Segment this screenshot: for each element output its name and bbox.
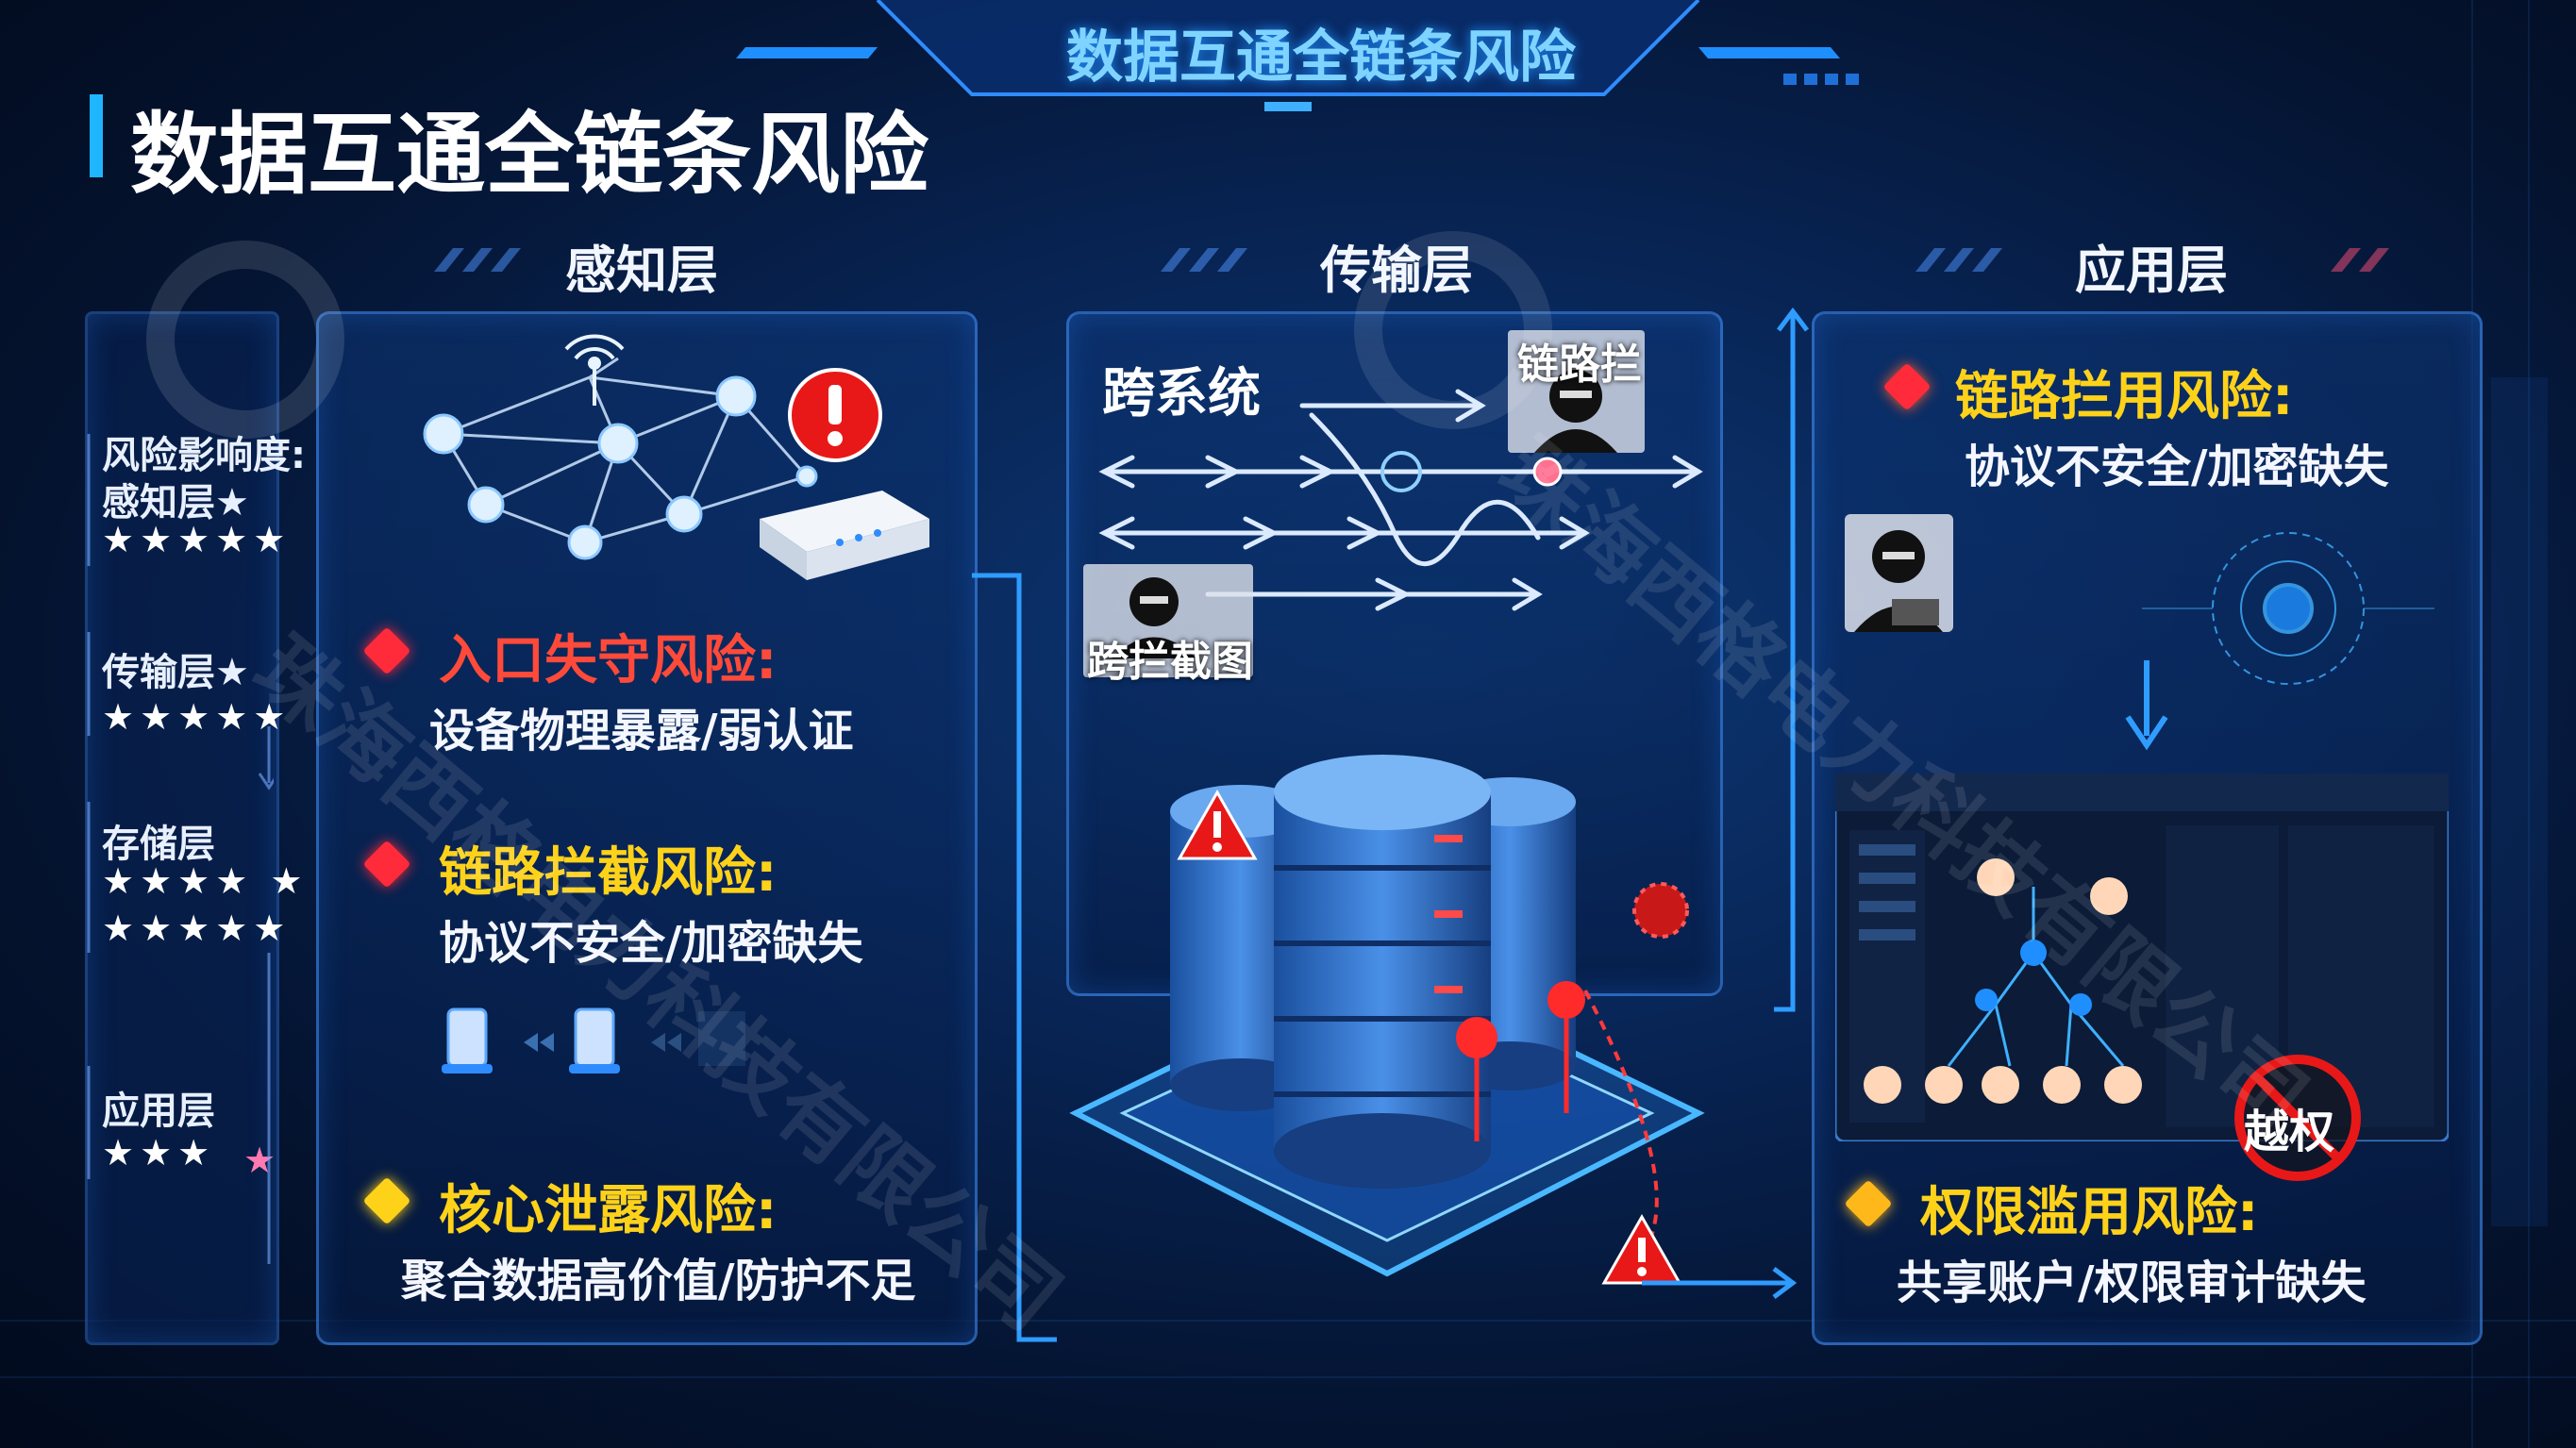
hacker-icon	[1854, 530, 1943, 632]
header-banner	[736, 0, 1859, 111]
hacker-icon	[1112, 577, 1196, 658]
risk-title-core-leak: 核心泄露风险:	[439, 1180, 778, 1241]
risk-title-permission-abuse: 权限滥用风险:	[1920, 1182, 2259, 1243]
watermark-logo	[1354, 231, 1552, 429]
sensor-network-illustration	[423, 334, 929, 580]
digital-globe-illustration	[2142, 532, 2434, 685]
impact-label: 风险影响度:	[102, 434, 306, 477]
risk-desc-link-abuse: 协议不安全/加密缺失	[1965, 441, 2389, 493]
risk-desc-permission-abuse: 共享账户/权限审计缺失	[1897, 1257, 2367, 1309]
transport-layer-title: 传输层	[1320, 241, 1473, 300]
device-icon	[442, 1007, 493, 1074]
sidebar-label-application: 应用层	[102, 1090, 215, 1133]
sidebar-label-storage: 存储层	[102, 823, 215, 866]
router-illustration	[760, 491, 929, 580]
title-accent-bar	[90, 94, 103, 177]
sidebar-stars-transport: ★★★★★	[102, 696, 292, 738]
server-database-illustration	[1069, 755, 1705, 1285]
perception-layer-title: 感知层	[565, 241, 718, 300]
sidebar-stars-storage-1: ★★★★ ★	[102, 860, 309, 902]
panel-connectors	[972, 307, 1809, 1342]
device-icon	[698, 1011, 745, 1066]
warning-exclamation-icon	[788, 368, 882, 462]
risk-desc-link-intercept: 协议不安全/加密缺失	[439, 917, 863, 970]
server-rack	[1274, 755, 1491, 1189]
application-layer-title: 应用层	[2075, 241, 2228, 300]
intercept-label-top: 链路拦	[1517, 341, 1642, 389]
sidebar-stars-application: ★★★	[102, 1132, 216, 1173]
permission-dashboard-illustration	[1835, 774, 2449, 1141]
title-slash-decor	[434, 248, 2389, 272]
risk-desc-entry: 设备物理暴露/弱认证	[429, 705, 854, 757]
sidebar-panel	[85, 311, 279, 1345]
risk-title-entry: 入口失守风险:	[439, 630, 778, 691]
virus-icon	[1632, 882, 1689, 939]
sidebar-stars-perception: ★★★★★	[102, 519, 292, 560]
cross-system-label: 跨系统	[1102, 363, 1261, 424]
intercept-label-bottom: 跨拦截图	[1087, 638, 1253, 686]
forbidden-icon	[2234, 1055, 2361, 1181]
overreach-badge: 越权	[2244, 1106, 2335, 1158]
sidebar-label-perception: 感知层★	[102, 481, 249, 524]
breach-pin-icon	[1456, 981, 1585, 1141]
risk-title-link-abuse: 链路拦用风险:	[1955, 366, 2294, 427]
hacker-icon	[1534, 370, 1617, 453]
device-chain-illustration	[442, 1007, 745, 1074]
intercept-box-top	[1508, 330, 1645, 453]
sidebar-label-transport: 传输层★	[102, 651, 249, 694]
sidebar-connectors	[87, 434, 274, 1264]
warning-triangle-icon	[1177, 789, 1258, 860]
banner-title: 数据互通全链条风险	[1066, 25, 1576, 91]
transport-flow-arrows	[1098, 389, 1703, 611]
attacker-box	[1845, 514, 1953, 632]
risk-desc-core-leak: 聚合数据高价值/防护不足	[401, 1255, 916, 1307]
perception-panel	[316, 311, 978, 1345]
risk-title-link-intercept: 链路拦截风险:	[439, 842, 778, 904]
device-icon	[569, 1007, 620, 1074]
watermark-logo	[146, 241, 344, 439]
page-title: 数据互通全链条风险	[130, 104, 929, 207]
intercept-box-bottom	[1083, 564, 1253, 677]
sidebar-stars-storage-2: ★★★★★	[102, 907, 292, 949]
down-arrow-icon	[2125, 660, 2168, 751]
